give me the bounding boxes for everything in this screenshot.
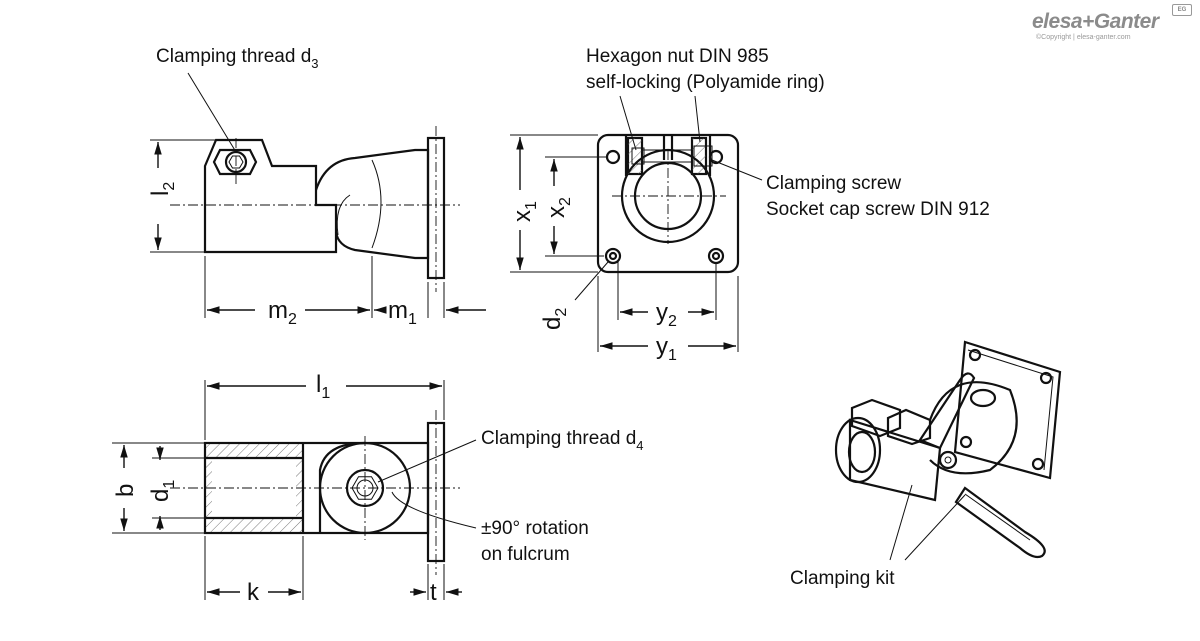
isometric-sketch (834, 340, 1062, 561)
brand-copyright: ©Copyright | elesa-ganter.com (1036, 34, 1131, 41)
label-clamping-thread-d4: Clamping thread d4 (481, 428, 644, 453)
dim-t: t (430, 579, 437, 606)
dim-x1: x1 (509, 201, 540, 222)
dim-y1: y1 (656, 333, 677, 364)
top-view (112, 380, 477, 600)
side-view (150, 72, 486, 318)
dim-b: b (112, 484, 139, 497)
brand-badge: EG (1172, 4, 1192, 16)
label-hexagon-nut-detail: self-locking (Polyamide ring) (586, 72, 825, 93)
label-clamping-thread-d3: Clamping thread d3 (156, 46, 319, 71)
dim-x2: x2 (543, 197, 574, 218)
dim-k: k (247, 579, 260, 606)
brand-wordmark: elesa+Ganter (1032, 10, 1159, 33)
label-hexagon-nut: Hexagon nut DIN 985 (586, 46, 769, 67)
dim-m2: m2 (268, 297, 297, 328)
dim-m1: m1 (388, 297, 417, 328)
dim-y2: y2 (656, 299, 677, 330)
labels: Clamping thread d3 Hexagon nut DIN 985 s… (156, 46, 990, 589)
front-view (510, 95, 763, 352)
label-clamping-kit: Clamping kit (790, 568, 895, 589)
dim-l2: l2 (147, 182, 178, 196)
label-rotation: ±90° rotation (481, 518, 589, 539)
dim-l1: l1 (316, 371, 330, 402)
label-clamping-screw-detail: Socket cap screw DIN 912 (766, 199, 990, 220)
dimension-labels: l2 m2 m1 x1 x2 d2 y2 y1 l1 b d1 k t (112, 182, 677, 606)
label-clamping-screw: Clamping screw (766, 173, 901, 194)
label-fulcrum: on fulcrum (481, 544, 570, 565)
brand-logo: elesa+Ganter ©Copyright | elesa-ganter.c… (1032, 4, 1192, 41)
dim-d2: d2 (539, 308, 570, 330)
dim-d1: d1 (147, 480, 178, 502)
